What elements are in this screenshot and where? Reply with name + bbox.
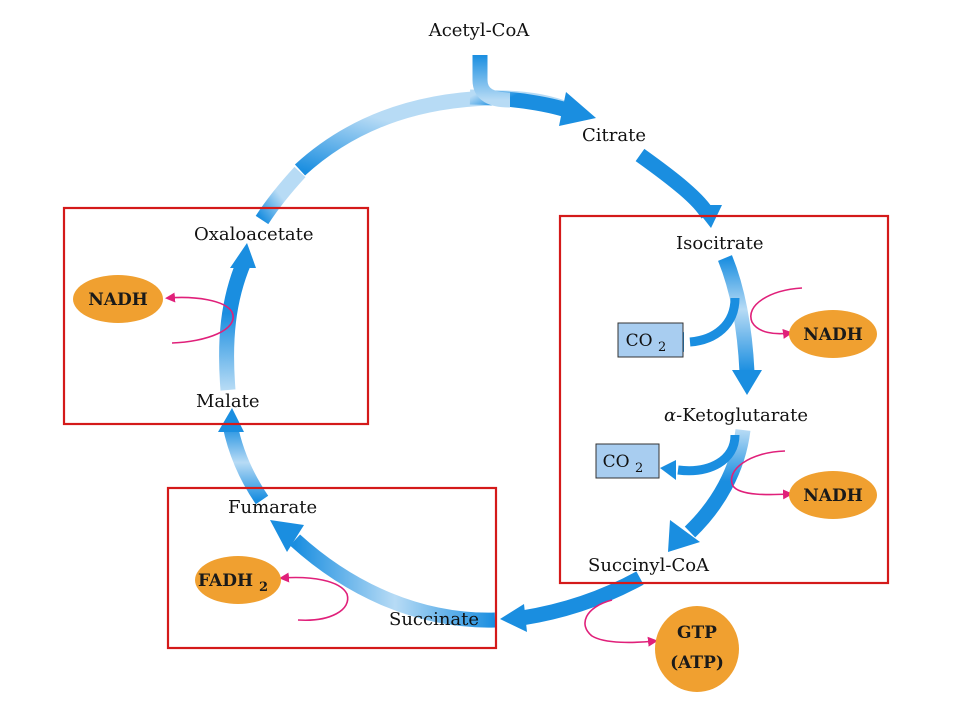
arrowhead-fumarate [270, 520, 304, 552]
nadh-label-2: NADH [803, 325, 863, 345]
co2-branch-arrow-2 [677, 434, 740, 476]
product-nadh-2: NADH [789, 310, 877, 358]
label-oxaloacetate: Oxaloacetate [194, 224, 314, 245]
ketoglutarate-alpha: α [664, 405, 676, 426]
co2-1-main: CO [626, 331, 653, 351]
label-acetyl-coa: Acetyl-CoA [428, 20, 531, 41]
cycle-segment-fumarate-to-malate [222, 423, 269, 505]
label-succinate: Succinate [389, 609, 479, 630]
co2-arrowhead-2 [660, 460, 676, 480]
label-succinyl-coa: Succinyl-CoA [588, 555, 710, 576]
arrowhead-succinate [500, 604, 527, 632]
cycle-arrowheads [218, 92, 762, 632]
cycle-segment-succinate-to-fumarate [289, 534, 496, 628]
co2-box-1: CO 2 [617, 322, 684, 358]
acetyl-coa-input-arrow [472, 55, 511, 108]
nadh-arrow-oxaloacetate [165, 292, 234, 344]
co2-box-2: CO 2 [595, 443, 660, 479]
arrowhead-ketoglutarate [732, 370, 762, 395]
cycle-segment-isocitrate-to-ketoglutarate [718, 255, 755, 373]
nadh-arrow-ketoglutarate [730, 450, 793, 500]
arrowhead-malate [218, 408, 244, 432]
side-arrows [165, 287, 803, 647]
co2-2-subscript: 2 [635, 461, 643, 476]
co2-label-1: CO 2 [626, 331, 667, 355]
highlight-box-fumarate-succinate [166, 486, 498, 650]
product-nadh-1: NADH [73, 275, 163, 323]
product-gtp: GTP (ATP) [655, 606, 739, 692]
co2-label-2: CO 2 [603, 452, 644, 476]
co2-2-main: CO [603, 452, 630, 472]
arrowhead-oxaloacetate [230, 243, 256, 268]
nadh-label-3: NADH [803, 486, 863, 506]
fadh2-subscript: 2 [259, 580, 268, 595]
fadh2-main: FADH [198, 571, 253, 591]
label-ketoglutarate: α-Ketoglutarate [664, 405, 808, 426]
nadh-label-1: NADH [88, 290, 148, 310]
arrowhead-citrate [559, 92, 596, 126]
highlight-boxes [62, 206, 890, 650]
cycle-segment-malate-to-oxaloacetate [219, 259, 251, 391]
atp-label: (ATP) [670, 653, 724, 673]
fadh2-arrow [279, 572, 349, 621]
label-isocitrate: Isocitrate [676, 233, 763, 254]
gtp-label: GTP [677, 623, 717, 643]
label-malate: Malate [196, 391, 260, 412]
nadh-arrow-isocitrate [750, 287, 803, 339]
product-fadh2: FADH 2 [195, 556, 281, 604]
cycle-segment-oxaloacetate-upper [255, 166, 306, 225]
highlight-box-oxaloacetate-malate [62, 206, 370, 426]
cycle-segment-succinylcoa-to-succinate [520, 571, 644, 626]
label-fumarate: Fumarate [228, 497, 317, 518]
product-nadh-3: NADH [789, 471, 877, 519]
co2-branch-arrow-1 [689, 297, 740, 347]
arrowhead-succinylcoa [668, 520, 700, 552]
cycle-segment-ketoglutarate-to-succinylcoa [684, 428, 751, 538]
highlight-box-isocitrate-succinylcoa [558, 214, 890, 585]
ketoglutarate-name: -Ketoglutarate [676, 405, 808, 426]
fadh2-label: FADH 2 [198, 571, 268, 595]
gtp-arrow [584, 599, 658, 647]
label-citrate: Citrate [582, 125, 646, 146]
co2-1-subscript: 2 [658, 340, 666, 355]
